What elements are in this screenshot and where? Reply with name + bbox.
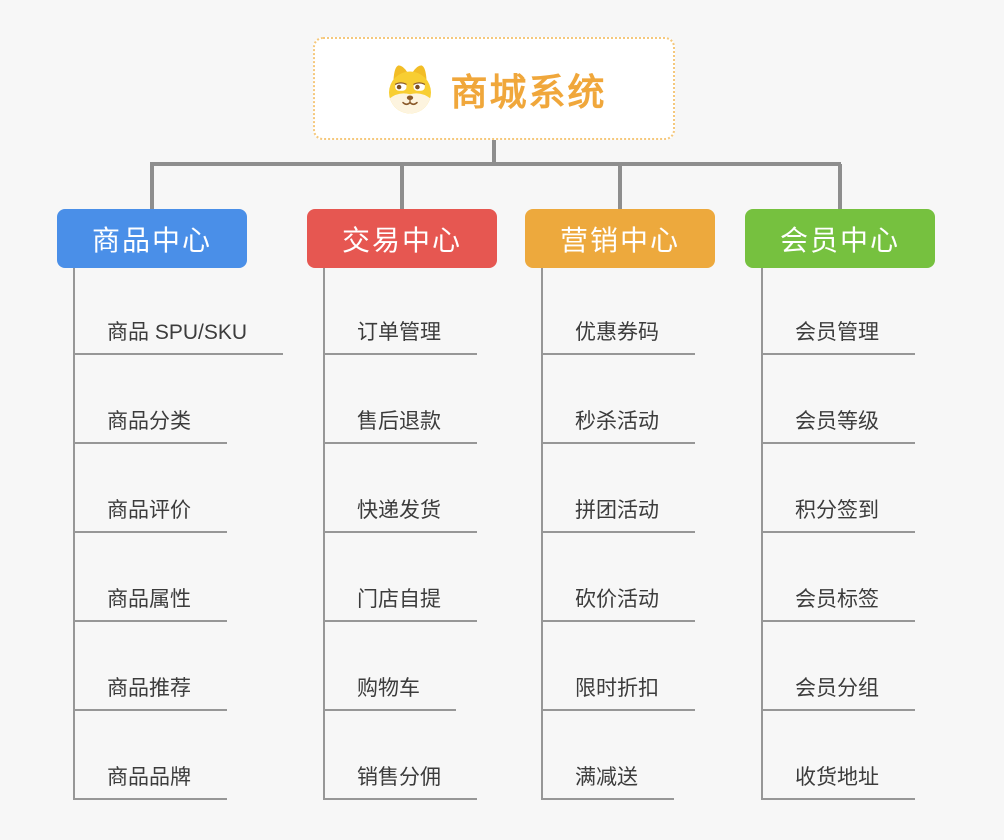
tree-row: 快递发货 xyxy=(325,444,477,533)
mindmap-node[interactable]: 拼团活动 xyxy=(543,494,695,533)
mindmap-node[interactable]: 优惠券码 xyxy=(543,316,695,355)
mindmap-node[interactable]: 商品推荐 xyxy=(75,672,227,711)
branch-header-member[interactable]: 会员中心 xyxy=(745,209,935,268)
tree-row: 会员等级 xyxy=(763,355,915,444)
branch-children-product: 商品 SPU/SKU 商品分类 商品评价 商品属性 商品推荐 商品品牌 xyxy=(73,268,284,800)
branch-children-marketing: 优惠券码 秒杀活动 拼团活动 砍价活动 限时折扣 满减送 xyxy=(541,268,695,800)
branch-trade-center: 交易中心 订单管理 售后退款 快递发货 门店自提 购物车 销售分佣 xyxy=(307,209,497,800)
tree-row: 商品 SPU/SKU xyxy=(75,268,284,355)
mindmap-node[interactable]: 砍价活动 xyxy=(543,583,695,622)
tree-row: 商品评价 xyxy=(75,444,283,533)
branch-children-trade: 订单管理 售后退款 快递发货 门店自提 购物车 销售分佣 xyxy=(323,268,477,800)
tree-row: 砍价活动 xyxy=(543,533,695,622)
branch-member-center: 会员中心 会员管理 会员等级 积分签到 会员标签 会员分组 收货地址 xyxy=(745,209,935,800)
mindmap-node[interactable]: 会员等级 xyxy=(763,405,915,444)
branch-product-center: 商品中心 商品 SPU/SKU 商品分类 商品评价 商品属性 商品推荐 商品品牌 xyxy=(57,209,284,800)
tree-row: 门店自提 xyxy=(325,533,477,622)
mindmap-node[interactable]: 商品分类 xyxy=(75,405,227,444)
connector-root-stub xyxy=(492,139,496,163)
tree-row: 销售分佣 xyxy=(325,711,477,800)
tree-row: 满减送 xyxy=(543,711,695,800)
mindmap-node[interactable]: 商品品牌 xyxy=(75,761,227,800)
tree-row: 商品品牌 xyxy=(75,711,283,800)
tree-row: 售后退款 xyxy=(325,355,477,444)
tree-row: 优惠券码 xyxy=(543,268,695,355)
mindmap-node[interactable]: 快递发货 xyxy=(325,494,477,533)
tree-row: 拼团活动 xyxy=(543,444,695,533)
mindmap-node[interactable]: 商品评价 xyxy=(75,494,227,533)
tree-row: 会员管理 xyxy=(763,268,915,355)
branch-header-trade[interactable]: 交易中心 xyxy=(307,209,497,268)
tree-row: 会员分组 xyxy=(763,622,915,711)
mindmap-node[interactable]: 销售分佣 xyxy=(325,761,477,800)
tree-row: 商品推荐 xyxy=(75,622,283,711)
mindmap-node[interactable]: 商品 SPU/SKU xyxy=(75,316,284,355)
tree-row: 商品分类 xyxy=(75,355,283,444)
tree-row: 限时折扣 xyxy=(543,622,695,711)
mindmap-node[interactable]: 售后退款 xyxy=(325,405,477,444)
connector-drop-trade xyxy=(400,164,404,210)
branch-header-product[interactable]: 商品中心 xyxy=(57,209,247,268)
connector-drop-product xyxy=(150,164,154,210)
mindmap-node[interactable]: 限时折扣 xyxy=(543,672,695,711)
mindmap-node[interactable]: 购物车 xyxy=(325,672,456,711)
tree-row: 会员标签 xyxy=(763,533,915,622)
mindmap-node[interactable]: 收货地址 xyxy=(763,761,915,800)
mindmap-node[interactable]: 商品属性 xyxy=(75,583,227,622)
mindmap-node[interactable]: 会员标签 xyxy=(763,583,915,622)
tree-row: 订单管理 xyxy=(325,268,477,355)
connector-drop-marketing xyxy=(618,164,622,210)
connector-rail xyxy=(150,162,841,166)
connector-drop-member xyxy=(838,164,842,210)
root-node[interactable]: 商城系统 xyxy=(313,37,675,140)
mindmap-node[interactable]: 会员分组 xyxy=(763,672,915,711)
branch-children-member: 会员管理 会员等级 积分签到 会员标签 会员分组 收货地址 xyxy=(761,268,915,800)
dog-face-icon xyxy=(388,64,431,113)
mindmap-node[interactable]: 积分签到 xyxy=(763,494,915,533)
mindmap-node[interactable]: 订单管理 xyxy=(325,316,477,355)
tree-row: 积分签到 xyxy=(763,444,915,533)
root-title: 商城系统 xyxy=(450,71,607,113)
branch-marketing-center: 营销中心 优惠券码 秒杀活动 拼团活动 砍价活动 限时折扣 满减送 xyxy=(525,209,715,800)
tree-row: 购物车 xyxy=(325,622,477,711)
tree-row: 收货地址 xyxy=(763,711,915,800)
mindmap-node[interactable]: 满减送 xyxy=(543,761,674,800)
branch-header-marketing[interactable]: 营销中心 xyxy=(525,209,715,268)
tree-row: 商品属性 xyxy=(75,533,283,622)
mindmap-node[interactable]: 门店自提 xyxy=(325,583,477,622)
mindmap-node[interactable]: 会员管理 xyxy=(763,316,915,355)
tree-row: 秒杀活动 xyxy=(543,355,695,444)
mindmap-node[interactable]: 秒杀活动 xyxy=(543,405,695,444)
